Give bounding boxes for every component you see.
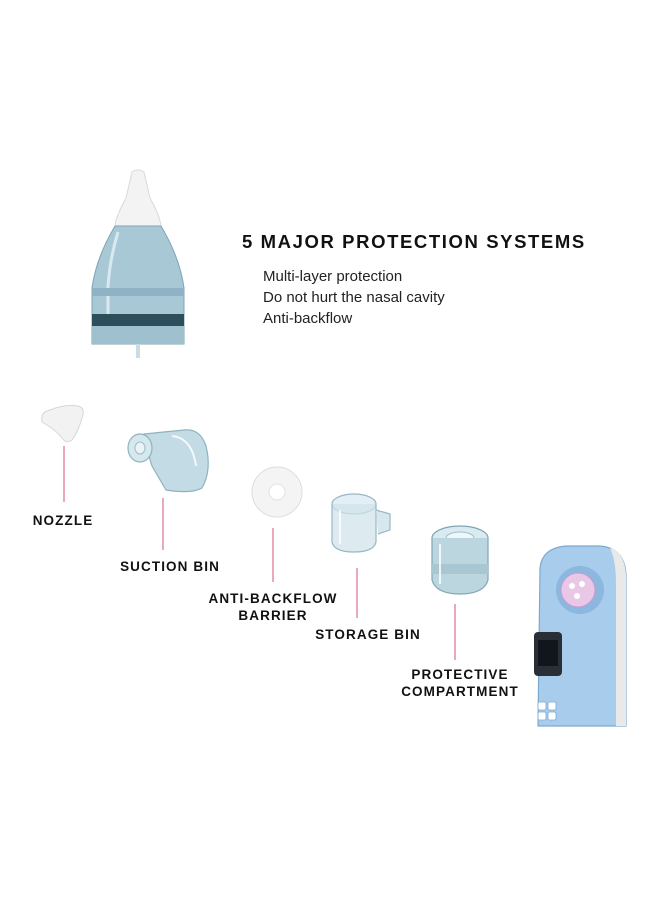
anti-backflow-label-line1: ANTI-BACKFLOW bbox=[208, 591, 338, 606]
aspirator-device-body bbox=[534, 545, 627, 727]
protective-label-line2: COMPARTMENT bbox=[401, 684, 519, 699]
feature-list: Multi-layer protection Do not hurt the n… bbox=[263, 266, 445, 329]
suction-bin-leader-line bbox=[162, 498, 164, 550]
storage-bin-label: STORAGE BIN bbox=[315, 627, 421, 642]
assembled-aspirator-head bbox=[91, 169, 185, 358]
feature-item: Anti-backflow bbox=[263, 310, 353, 327]
protective-compartment-leader-line bbox=[454, 604, 456, 660]
protective-label-line1: PROTECTIVE bbox=[411, 667, 509, 682]
anti-backflow-label-line2: BARRIER bbox=[238, 608, 308, 623]
storage-bin-leader-line bbox=[356, 568, 358, 618]
storage-bin-image bbox=[331, 493, 391, 553]
protective-compartment-label: PROTECTIVE COMPARTMENT bbox=[390, 666, 530, 700]
nozzle-label: NOZZLE bbox=[32, 513, 94, 528]
nozzle-leader-line bbox=[63, 446, 65, 502]
nozzle-image bbox=[41, 405, 84, 443]
protective-compartment-image bbox=[431, 525, 489, 595]
feature-item: Do not hurt the nasal cavity bbox=[263, 289, 445, 306]
anti-backflow-label: ANTI-BACKFLOW BARRIER bbox=[198, 590, 348, 624]
anti-backflow-barrier-image bbox=[251, 466, 303, 518]
headline: 5 MAJOR PROTECTION SYSTEMS bbox=[242, 231, 586, 252]
suction-bin-label: SUCTION BIN bbox=[120, 559, 220, 574]
feature-item: Multi-layer protection bbox=[263, 268, 403, 285]
anti-backflow-leader-line bbox=[272, 528, 274, 582]
suction-bin-image bbox=[127, 429, 209, 493]
